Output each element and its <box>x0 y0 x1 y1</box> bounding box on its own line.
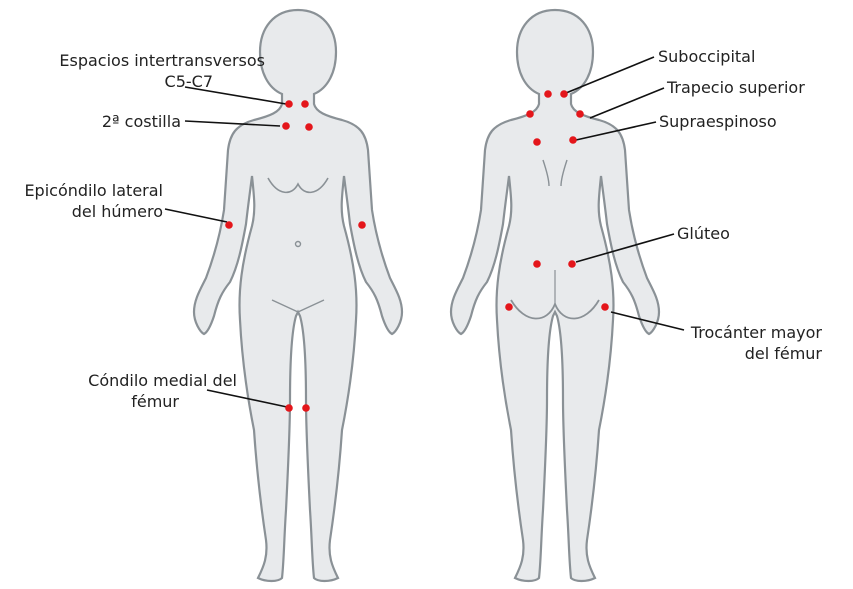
point-back-supraspinatus-right <box>569 136 577 144</box>
label-condyle-line2: fémur <box>88 391 237 412</box>
point-back-trochanter-left <box>505 303 513 311</box>
point-back-suboccipital-right <box>560 90 568 98</box>
label-suboccipital-text: Suboccipital <box>658 46 755 67</box>
label-intertransverse-line1: Espacios intertransversos <box>59 50 265 71</box>
front-body-figure <box>194 10 402 581</box>
point-front-rib-right <box>305 123 313 131</box>
point-back-trapezius-right <box>576 110 584 118</box>
label-greater-trochanter: Trocánter mayor del fémur <box>691 322 822 364</box>
point-back-supraspinatus-left <box>533 138 541 146</box>
point-back-gluteus-left <box>533 260 541 268</box>
point-front-c5c7-left <box>285 100 293 108</box>
label-intertransverse-line2: C5-C7 <box>59 71 265 92</box>
label-epicondyle-line1: Epicóndilo lateral <box>24 180 163 201</box>
leader-trapezius <box>590 88 664 118</box>
point-front-epicondyle-right <box>358 221 366 229</box>
label-second-rib: 2ª costilla <box>102 111 181 132</box>
label-gluteus: Glúteo <box>677 223 730 244</box>
point-front-knee-right <box>302 404 310 412</box>
label-intertransverse-c5c7: Espacios intertransversos C5-C7 <box>59 50 265 92</box>
point-front-epicondyle-left <box>225 221 233 229</box>
leader-epicondyle <box>165 209 227 222</box>
point-front-c5c7-right <box>301 100 309 108</box>
point-back-trochanter-right <box>601 303 609 311</box>
label-trapezius-text: Trapecio superior <box>667 77 805 98</box>
label-upper-trapezius: Trapecio superior <box>667 77 805 98</box>
point-front-knee-left <box>285 404 293 412</box>
label-epicondyle-line2: del húmero <box>24 201 163 222</box>
back-body-figure <box>451 10 659 581</box>
point-front-rib-left <box>282 122 290 130</box>
label-lateral-epicondyle: Epicóndilo lateral del húmero <box>24 180 163 222</box>
label-supraspinatus-text: Supraespinoso <box>659 111 777 132</box>
label-gluteus-text: Glúteo <box>677 223 730 244</box>
label-second-rib-text: 2ª costilla <box>102 111 181 132</box>
label-condyle-line1: Cóndilo medial del <box>88 370 237 391</box>
label-medial-condyle: Cóndilo medial del fémur <box>88 370 237 412</box>
label-supraspinatus: Supraespinoso <box>659 111 777 132</box>
point-back-gluteus-right <box>568 260 576 268</box>
point-back-trapezius-left <box>526 110 534 118</box>
point-back-suboccipital-left <box>544 90 552 98</box>
label-trochanter-line2: del fémur <box>691 343 822 364</box>
label-suboccipital: Suboccipital <box>658 46 755 67</box>
label-trochanter-line1: Trocánter mayor <box>691 322 822 343</box>
